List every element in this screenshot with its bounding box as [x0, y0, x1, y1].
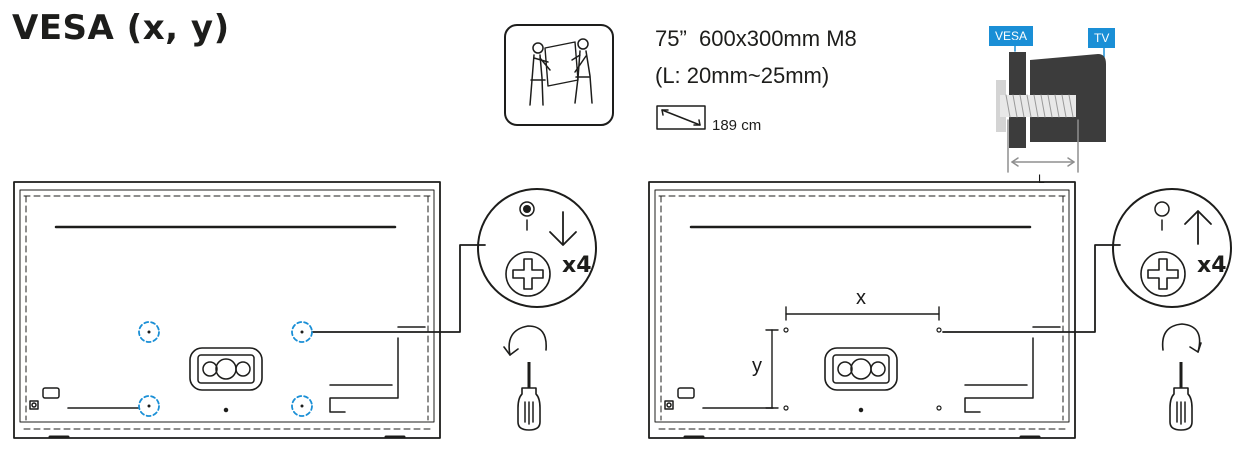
- page-title: VESA (x, y): [12, 8, 230, 48]
- vesa-hole-markers: [138, 321, 313, 417]
- screwdriver-clockwise-icon: [1161, 323, 1202, 431]
- tv-back-right: [648, 181, 1121, 439]
- two-person-carry-icon: [504, 24, 614, 126]
- vesa-hole-top-right: [291, 321, 313, 343]
- dimension-x-label: x: [856, 287, 866, 309]
- hole-empty-icon: [1154, 201, 1170, 217]
- vesa-hole-bottom-right: [291, 395, 313, 417]
- vesa-hole-bottom-left: [138, 395, 160, 417]
- arrow-up-icon: [1184, 210, 1212, 245]
- remove-quantity-label: x4: [562, 253, 592, 278]
- dimension-y-line: [765, 329, 779, 409]
- spec-screw-length: (L: 20mm~25mm): [655, 63, 830, 88]
- side-view-bracket-diagram: [996, 39, 1106, 173]
- dimension-x-line: [785, 306, 940, 321]
- remove-screws-callout: [477, 188, 597, 308]
- tv-back-left: [13, 181, 486, 439]
- arrow-down-icon: [549, 211, 577, 246]
- length-label: L: [1038, 172, 1045, 186]
- install-screws-callout: [1112, 188, 1232, 308]
- vesa-hole-top-left: [138, 321, 160, 343]
- spec-model-size: 75” 600x300mm M8: [655, 26, 857, 51]
- vesa-tag: VESA: [989, 26, 1034, 46]
- spec-screen-size: 189 cm: [712, 117, 762, 134]
- tv-tag: TV: [1088, 28, 1116, 48]
- screw-head-icon: [1140, 251, 1186, 297]
- install-quantity-label: x4: [1197, 253, 1227, 278]
- screwdriver-counterclockwise-icon: [503, 325, 547, 431]
- screen-diagonal-icon: [656, 105, 706, 130]
- dimension-y-label: y: [752, 355, 762, 377]
- hole-filled-icon: [519, 201, 535, 217]
- screw-head-icon: [505, 251, 551, 297]
